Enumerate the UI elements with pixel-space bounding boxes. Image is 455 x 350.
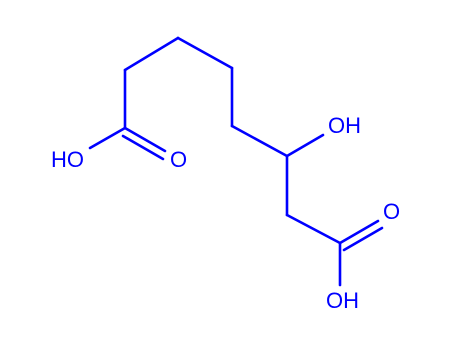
right-acid-hydroxyl-label: OH (326, 288, 359, 313)
bond-c1-left-oh (88, 126, 127, 150)
bond-c8-right-o-double-b (342, 226, 384, 252)
right-carbonyl-oxygen-label: O (383, 199, 400, 224)
bond-c8-right-o-double-a (338, 219, 380, 245)
bond-c2-c3 (123, 36, 180, 72)
bond-c5-c6 (230, 124, 289, 158)
left-acid-hydroxyl-label: HO (51, 147, 84, 172)
bond-c7-c8 (285, 213, 342, 245)
hydroxyl-label: OH (328, 113, 361, 138)
bond-c1-left-o-double-a (123, 126, 167, 153)
left-carbonyl-oxygen-label: O (170, 147, 187, 172)
bond-c6-hydroxyl (285, 133, 325, 158)
bond-c3-c4 (176, 36, 234, 70)
bond-c1-left-o-double-b (121, 134, 165, 161)
